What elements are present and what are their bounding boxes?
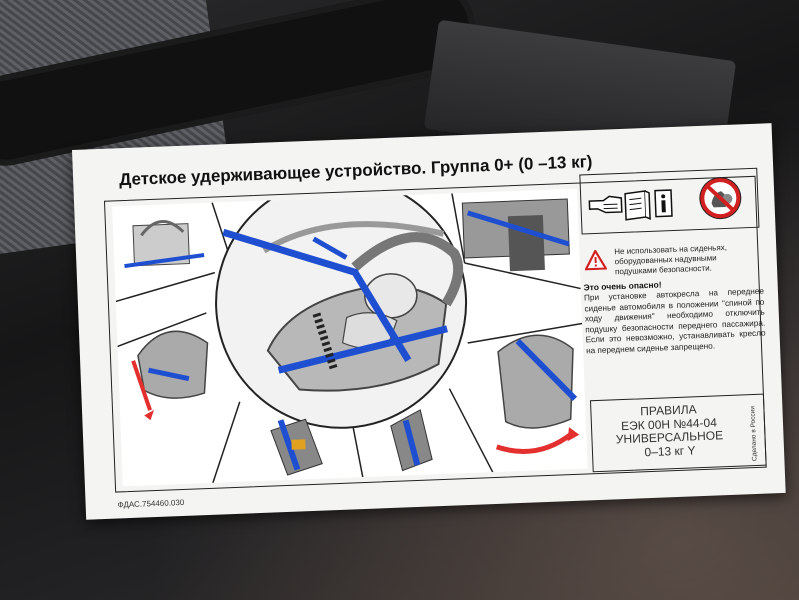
book-icon	[588, 189, 673, 221]
info-icon	[654, 189, 673, 218]
product-code: ФДАС.754460.030	[117, 497, 185, 510]
made-in-russia: Сделано в России	[749, 405, 759, 462]
danger-text: При установке автокресла на переднее сид…	[583, 286, 766, 355]
approval-box: ПРАВИЛА ЕЭК 00Н №44-04 УНИВЕРСАЛЬНОЕ 0–1…	[589, 393, 767, 473]
installation-illustration	[112, 188, 588, 487]
warning-text: Не использовать на сиденьях, оборудованн…	[614, 242, 728, 277]
instruction-label: Детское удерживающее устройство. Группа …	[72, 123, 786, 520]
warning-triangle-icon	[584, 249, 607, 271]
pointing-hand-icon	[588, 195, 623, 214]
no-airbag-icon	[699, 177, 742, 220]
pictogram-box	[579, 167, 760, 235]
approval-text: ПРАВИЛА ЕЭК 00Н №44-04 УНИВЕРСАЛЬНОЕ 0–1…	[595, 401, 743, 461]
